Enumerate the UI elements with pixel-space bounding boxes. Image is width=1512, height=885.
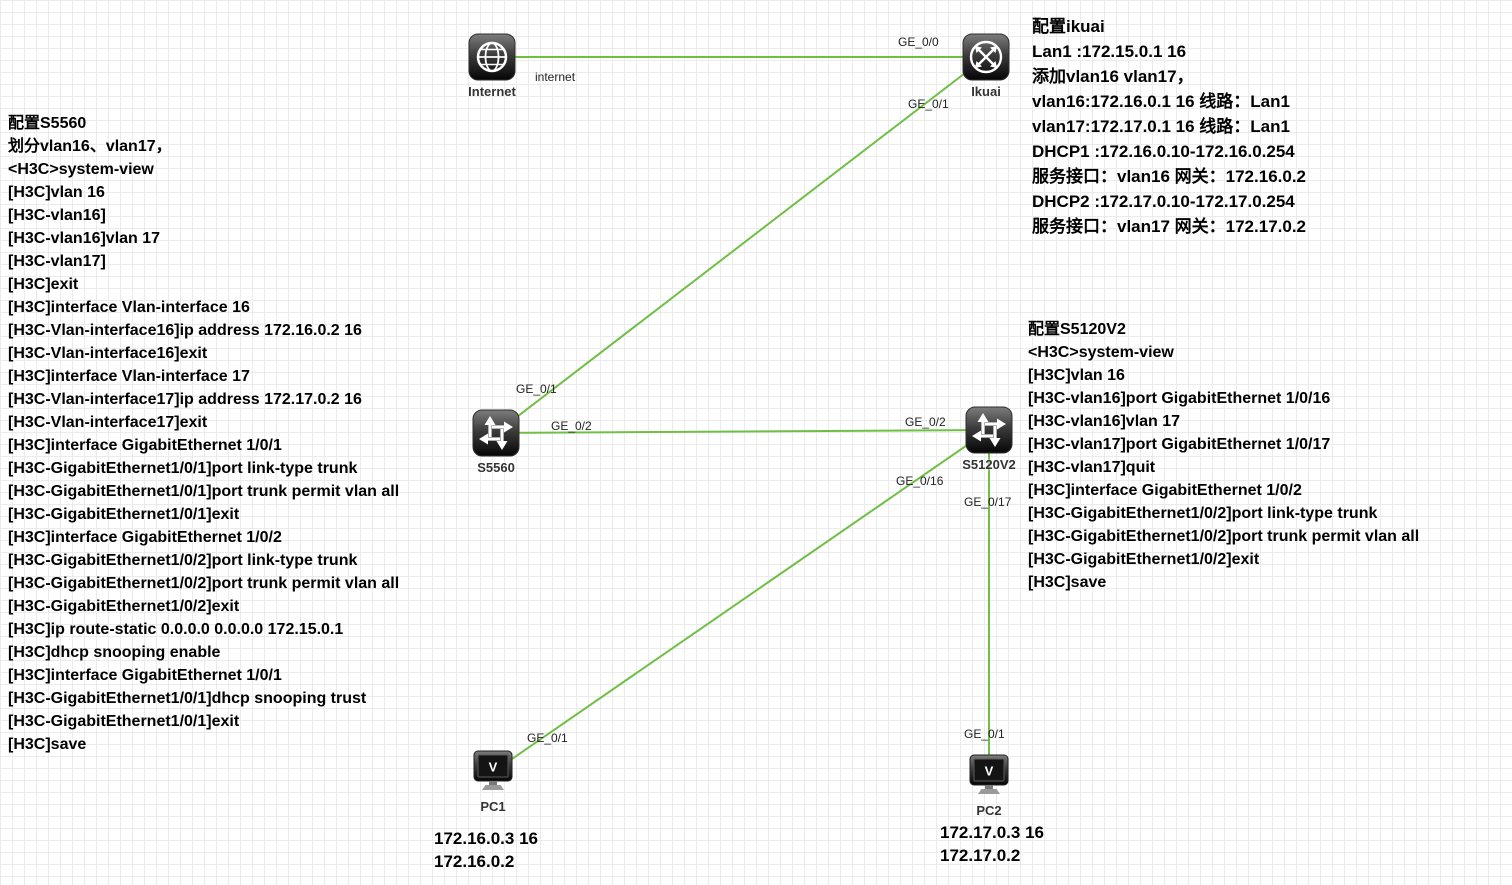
router-icon — [962, 33, 1010, 81]
text-line: vlan16:172.16.0.1 16 线路：Lan1 — [1032, 92, 1290, 111]
text-line: [H3C]interface GigabitEthernet 1/0/1 — [8, 667, 282, 684]
text-line: <H3C>system-view — [1028, 344, 1174, 361]
port-label-ge0-1-pc2: GE_0/1 — [964, 727, 1005, 741]
text-line: [H3C-vlan16]port GigabitEthernet 1/0/16 — [1028, 390, 1331, 407]
pc2-address-lines: 172.17.0.3 16 172.17.0.2 — [940, 821, 1044, 867]
text-line: [H3C-GigabitEthernet1/0/2]exit — [8, 598, 240, 615]
text-line: [H3C]interface GigabitEthernet 1/0/2 — [1028, 482, 1302, 499]
text-line: [H3C]interface Vlan-interface 16 — [8, 299, 250, 316]
text-line: [H3C-GigabitEthernet1/0/2]port trunk per… — [8, 575, 400, 592]
node-label-s5120v2: S5120V2 — [962, 457, 1016, 472]
globe-icon — [468, 33, 516, 81]
s5560-config-title: 配置S5560 — [8, 115, 87, 132]
text-line: 服务接口：vlan17 网关：172.17.0.2 — [1032, 217, 1307, 236]
text-line: DHCP2 :172.17.0.10-172.17.0.254 — [1032, 192, 1295, 211]
text-line: 172.16.0.2 — [434, 852, 515, 871]
text-line: DHCP1 :172.16.0.10-172.16.0.254 — [1032, 142, 1295, 161]
port-label-ge0-1-pc1: GE_0/1 — [527, 731, 568, 745]
node-label-pc1: PC1 — [480, 799, 506, 814]
text-line: [H3C]save — [1028, 574, 1107, 591]
s5120v2-config-block: 配置S5120V2 <H3C>system-view [H3C]vlan 16 [H… — [1028, 318, 1419, 594]
text-line: [H3C-GigabitEthernet1/0/1]port link-type… — [8, 460, 358, 477]
text-line: [H3C-Vlan-interface17]ip address 172.17.… — [8, 391, 362, 408]
node-s5120v2[interactable]: S5120V2 — [962, 406, 1016, 472]
text-line: [H3C]vlan 16 — [8, 184, 105, 201]
port-label-ge0-1-s5560: GE_0/1 — [516, 382, 557, 396]
port-label-ge0-2-s5120: GE_0/2 — [905, 415, 946, 429]
text-line: [H3C-GigabitEthernet1/0/1]port trunk per… — [8, 483, 400, 500]
text-line: [H3C]exit — [8, 276, 79, 293]
text-line: 服务接口：vlan16 网关：172.16.0.2 — [1032, 167, 1307, 186]
text-line: 划分vlan16、vlan17， — [8, 138, 172, 155]
node-label-pc2: PC2 — [976, 803, 1002, 818]
text-line: 172.16.0.3 16 — [434, 829, 538, 848]
pc-icon: V — [969, 754, 1009, 794]
text-line: [H3C-vlan17]port GigabitEthernet 1/0/17 — [1028, 436, 1331, 453]
text-line: 172.17.0.2 — [940, 846, 1021, 865]
node-pc1[interactable]: V PC1 — [469, 748, 517, 814]
node-label-internet: Internet — [468, 84, 516, 99]
text-line: [H3C]interface Vlan-interface 17 — [8, 368, 250, 385]
ikuai-config-lines: Lan1 :172.15.0.1 16 添加vlan16 vlan17， vlan1… — [1032, 39, 1306, 239]
text-line: [H3C-GigabitEthernet1/0/1]exit — [8, 506, 240, 523]
text-line: [H3C-vlan17]quit — [1028, 459, 1156, 476]
text-line: [H3C-Vlan-interface16]ip address 172.16.… — [8, 322, 362, 339]
node-s5560[interactable]: S5560 — [472, 409, 520, 475]
link-s5120v2-pc1[interactable] — [492, 429, 990, 773]
pc-icon: V — [473, 750, 513, 790]
port-label-ge0-2-s5560: GE_0/2 — [551, 419, 592, 433]
node-label-s5560: S5560 — [477, 460, 515, 475]
port-label-ge0-17-s5120: GE_0/17 — [964, 495, 1012, 509]
text-line: [H3C-Vlan-interface16]exit — [8, 345, 208, 362]
switch-icon — [472, 409, 520, 457]
text-line: [H3C]ip route-static 0.0.0.0 0.0.0.0 172… — [8, 621, 344, 638]
svg-text:V: V — [985, 764, 994, 779]
text-line: [H3C-vlan17] — [8, 253, 106, 270]
text-line: [H3C-vlan16]vlan 17 — [1028, 413, 1181, 430]
switch-icon — [965, 406, 1013, 454]
text-line: [H3C-vlan16]vlan 17 — [8, 230, 161, 247]
pc1-address-lines: 172.16.0.3 16 172.16.0.2 — [434, 827, 538, 873]
text-line: [H3C-GigabitEthernet1/0/1]exit — [8, 713, 240, 730]
text-line: [H3C-Vlan-interface17]exit — [8, 414, 208, 431]
text-line: [H3C]save — [8, 736, 87, 753]
link-ikuai-s5560[interactable] — [495, 56, 987, 434]
ikuai-config-title: 配置ikuai — [1032, 17, 1105, 36]
s5560-config-block: 配置S5560 划分vlan16、vlan17， <H3C>system-view… — [8, 112, 399, 756]
pc2-address-block: 172.17.0.3 16 172.17.0.2 — [940, 821, 1044, 867]
internet-annotation: internet — [535, 70, 576, 84]
text-line: 添加vlan16 vlan17， — [1032, 67, 1194, 86]
text-line: [H3C]interface GigabitEthernet 1/0/2 — [8, 529, 282, 546]
text-line: 172.17.0.3 16 — [940, 823, 1044, 842]
text-line: Lan1 :172.15.0.1 16 — [1032, 42, 1187, 61]
ikuai-config-block: 配置ikuai Lan1 :172.15.0.1 16 添加vlan16 vlan… — [1032, 14, 1306, 239]
pc1-address-block: 172.16.0.3 16 172.16.0.2 — [434, 827, 538, 873]
text-line: [H3C-GigabitEthernet1/0/2]port link-type… — [1028, 505, 1378, 522]
s5560-config-lines: 划分vlan16、vlan17， <H3C>system-view [H3C]vla… — [8, 135, 399, 756]
text-line: [H3C-vlan16] — [8, 207, 106, 224]
text-line: [H3C]dhcp snooping enable — [8, 644, 221, 661]
link-s5560-s5120v2[interactable] — [495, 429, 990, 434]
text-line: [H3C]vlan 16 — [1028, 367, 1125, 384]
text-line: [H3C-GigabitEthernet1/0/2]port link-type… — [8, 552, 358, 569]
node-ikuai[interactable]: Ikuai — [962, 33, 1010, 99]
text-line: [H3C-GigabitEthernet1/0/2]port trunk per… — [1028, 528, 1420, 545]
s5120v2-config-title: 配置S5120V2 — [1028, 321, 1126, 338]
text-line: vlan17:172.17.0.1 16 线路：Lan1 — [1032, 117, 1290, 136]
node-label-ikuai: Ikuai — [971, 84, 1001, 99]
port-label-ge0-0-ikuai: GE_0/0 — [898, 35, 939, 49]
port-label-ge0-16-s5120: GE_0/16 — [896, 474, 944, 488]
node-pc2[interactable]: V PC2 — [965, 752, 1013, 818]
text-line: [H3C-GigabitEthernet1/0/1]dhcp snooping … — [8, 690, 367, 707]
text-line: <H3C>system-view — [8, 161, 154, 178]
svg-text:V: V — [489, 760, 498, 775]
text-line: [H3C]interface GigabitEthernet 1/0/1 — [8, 437, 282, 454]
text-line: [H3C-GigabitEthernet1/0/2]exit — [1028, 551, 1260, 568]
node-internet[interactable]: Internet — [468, 33, 516, 99]
port-label-ge0-1-ikuai: GE_0/1 — [908, 97, 949, 111]
s5120v2-config-lines: <H3C>system-view [H3C]vlan 16 [H3C-vlan16]… — [1028, 341, 1419, 594]
